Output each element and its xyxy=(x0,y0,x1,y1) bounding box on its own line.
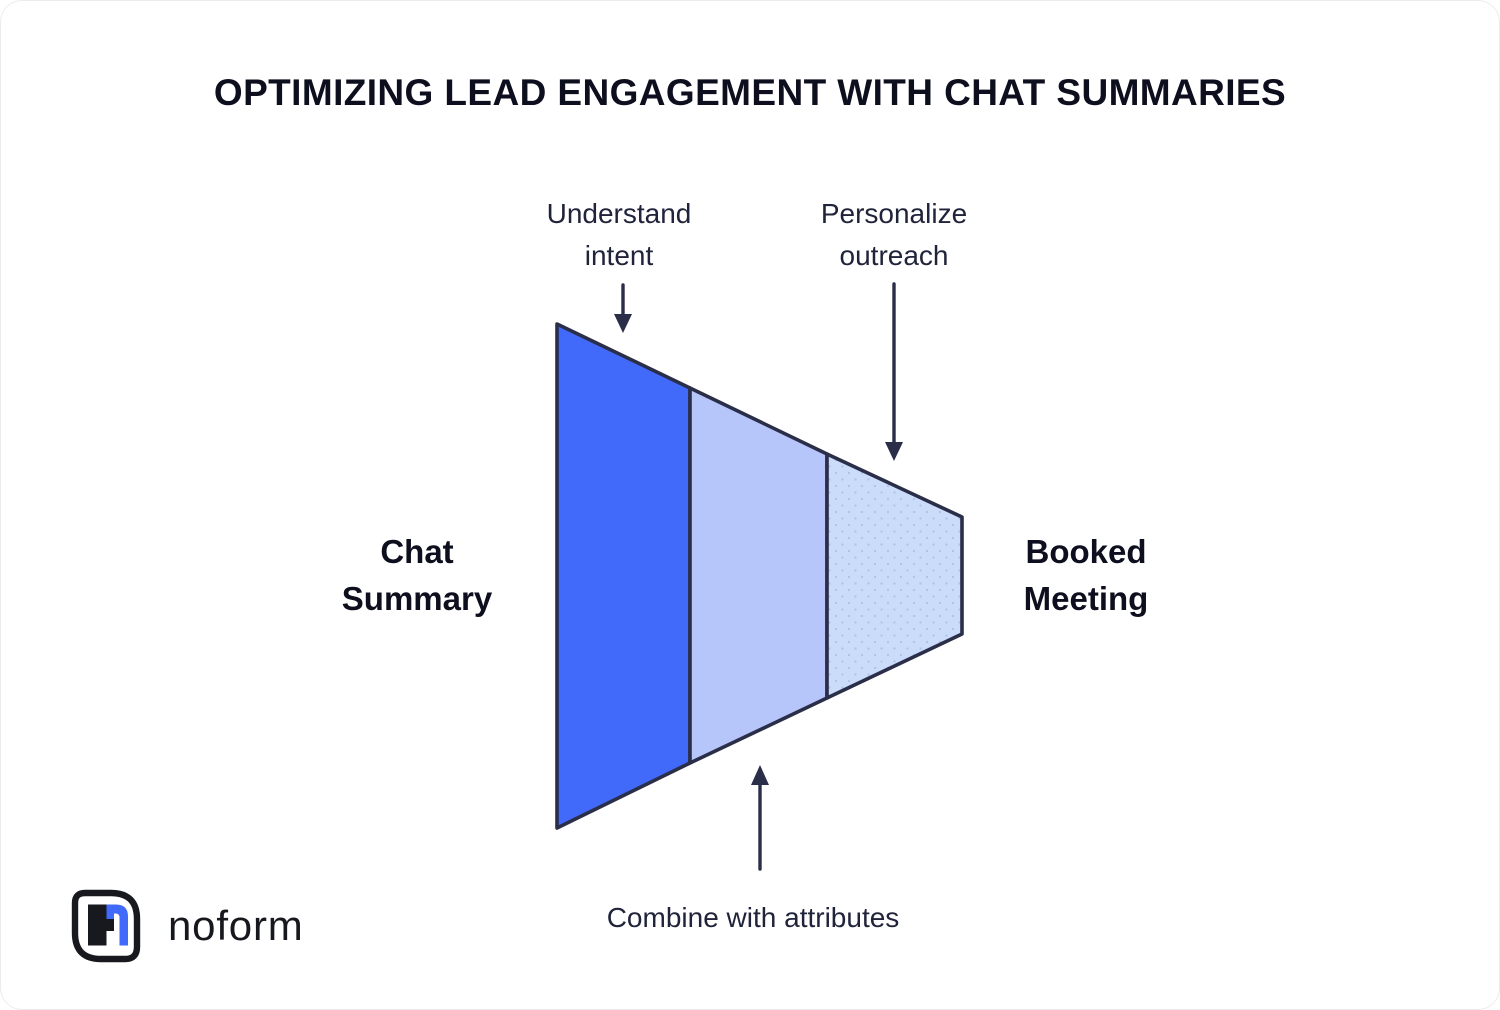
label-line: Booked xyxy=(1025,533,1147,570)
label-line: Understand xyxy=(546,198,692,229)
arrowhead-icon xyxy=(751,765,769,785)
label-personalize-outreach: Personalize outreach xyxy=(821,193,967,277)
funnel-stage-1 xyxy=(555,322,692,830)
label-line: Meeting xyxy=(1023,580,1149,617)
page-title: OPTIMIZING LEAD ENGAGEMENT WITH CHAT SUM… xyxy=(213,72,1287,113)
up-arrow-combine-attributes xyxy=(751,765,769,871)
label-booked-meeting: Booked Meeting xyxy=(1024,528,1149,622)
funnel-stage-2 xyxy=(688,386,829,765)
logo-glyph-arch xyxy=(106,904,128,946)
label-combine-with-attributes: Combine with attributes xyxy=(607,897,900,939)
logo-glyph-bar xyxy=(88,904,107,946)
label-line: Chat xyxy=(380,533,454,570)
label-chat-summary: Chat Summary xyxy=(342,528,492,622)
label-line: outreach xyxy=(839,240,949,271)
funnel-stage-3 xyxy=(825,452,964,700)
down-arrow-understand-intent xyxy=(614,283,632,333)
label-line: Summary xyxy=(341,580,493,617)
down-arrow-personalize-outreach xyxy=(885,282,903,461)
noform-logo: noform xyxy=(71,889,304,963)
label-line: intent xyxy=(584,240,654,271)
logo-glyph-crossbar xyxy=(106,919,114,931)
noform-logo-mark-icon xyxy=(71,889,141,963)
arrowhead-icon xyxy=(614,314,632,333)
label-line: Combine with attributes xyxy=(606,902,900,933)
brand-name: noform xyxy=(168,902,304,949)
label-line: Personalize xyxy=(820,198,968,229)
label-understand-intent: Understand intent xyxy=(547,193,692,277)
logo-outline xyxy=(71,889,141,963)
arrowhead-icon xyxy=(885,442,903,461)
